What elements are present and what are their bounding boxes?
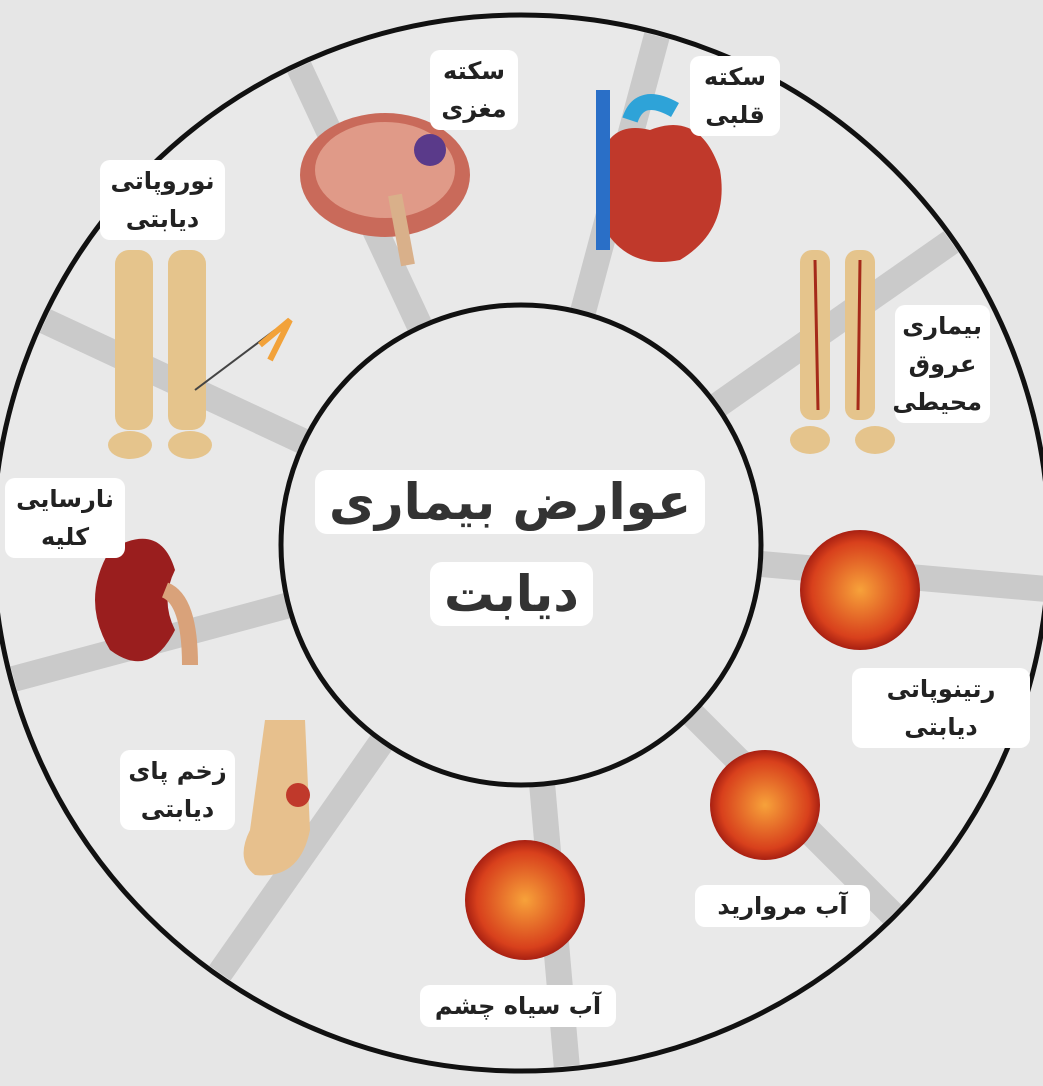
label-retinopathy: رتینوپاتی دیابتی — [852, 668, 1030, 748]
brain-icon — [300, 113, 470, 267]
label-foot-ulcer: زخم پای دیابتی — [120, 750, 235, 830]
title-line-2: دیابت — [430, 562, 593, 626]
label-pad: بیماری عروق محیطی — [892, 305, 990, 423]
label-cataract: آب مروارید — [695, 885, 870, 927]
label-heart-attack: سکته قلبی — [690, 56, 780, 136]
legs-nerves-icon — [108, 250, 293, 459]
inner-circle — [278, 302, 764, 788]
label-neuropathy: نوروپاتی دیابتی — [100, 160, 225, 240]
legs-arteries-icon — [790, 250, 895, 454]
segment-divider — [209, 732, 394, 981]
foot-icon — [243, 720, 310, 876]
heart-icon — [596, 90, 722, 262]
title-line-1: عوارض بیماری — [315, 470, 706, 534]
label-stroke: سکته مغزی — [430, 50, 518, 130]
kidney-icon — [95, 538, 198, 666]
eye-icon — [465, 530, 920, 960]
segment-divider — [710, 231, 959, 416]
label-kidney-failure: نارسایی کلیه — [5, 478, 125, 558]
label-glaucoma: آب سیاه چشم — [420, 985, 616, 1027]
